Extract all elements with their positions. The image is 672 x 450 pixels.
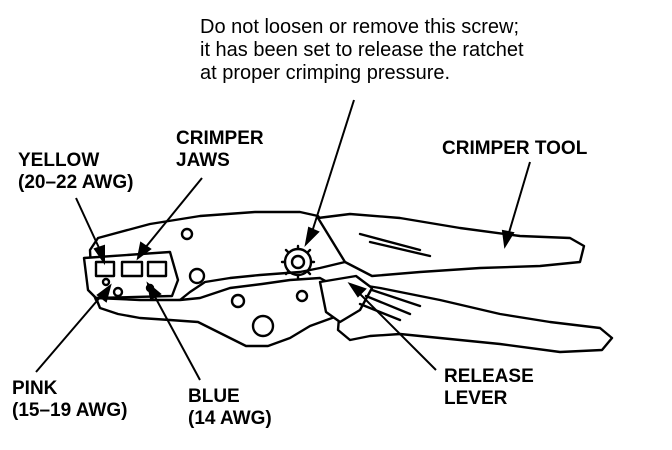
label-crimper-jaws: CRIMPER JAWS [176, 128, 264, 172]
label-crimper-tool-line-1: CRIMPER TOOL [442, 138, 588, 159]
leader-blue [153, 294, 201, 381]
label-crimper-jaws-line-1: CRIMPER [176, 128, 264, 149]
label-blue: BLUE (14 AWG) [188, 386, 272, 430]
leader-note [311, 99, 355, 233]
leader-pink [35, 294, 103, 373]
label-release-lever-line-1: RELEASE [444, 366, 534, 387]
label-blue-line-1: BLUE [188, 386, 240, 407]
label-yellow-line-1: YELLOW [18, 150, 100, 171]
label-pink-line-2: (15–19 AWG) [12, 400, 128, 421]
note-line-1: Do not loosen or remove this screw; [200, 16, 520, 38]
lower-body [94, 276, 352, 348]
lower-handle [336, 280, 614, 354]
label-yellow: YELLOW (20–22 AWG) [18, 150, 133, 194]
screw-warning-note: Do not loosen or remove this screw; it h… [200, 16, 524, 85]
label-yellow-line-2: (20–22 AWG) [18, 172, 134, 193]
leader-crimper-tool [507, 161, 531, 237]
note-line-2: it has been set to release the ratchet [200, 39, 524, 61]
label-crimper-jaws-line-2: JAWS [176, 150, 230, 171]
label-pink-line-1: PINK [12, 378, 58, 399]
label-crimper-tool: CRIMPER TOOL [442, 138, 587, 160]
label-release-lever: RELEASE LEVER [444, 366, 534, 410]
leader-crimper-jaws [144, 177, 203, 249]
leader-release-lever [357, 291, 437, 371]
label-release-lever-line-2: LEVER [444, 388, 508, 409]
label-pink: PINK (15–19 AWG) [12, 378, 127, 422]
leader-yellow [75, 197, 101, 251]
label-blue-line-2: (14 AWG) [188, 408, 272, 429]
note-line-3: at proper crimping pressure. [200, 62, 451, 84]
upper-handle [316, 212, 586, 278]
